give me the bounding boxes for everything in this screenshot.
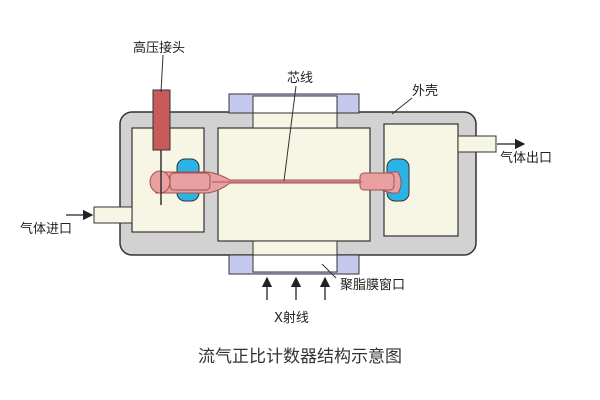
hv-connector-label: 高压接头 xyxy=(133,40,185,56)
xray-label: X射线 xyxy=(274,310,309,326)
left-wire-terminal xyxy=(149,170,171,194)
gas-inlet-pipe xyxy=(93,206,133,224)
housing-leader xyxy=(391,97,413,115)
gas-inlet-label: 气体进口 xyxy=(20,221,72,237)
wire-leader xyxy=(283,85,297,182)
wire-right-sleeve xyxy=(359,172,395,191)
anode-wire-label: 芯线 xyxy=(287,71,313,86)
bottom-window-slot xyxy=(252,254,338,273)
wire-left-sleeve xyxy=(169,172,211,191)
gas-outlet-label: 气体出口 xyxy=(500,150,552,166)
housing-label: 外壳 xyxy=(412,84,438,99)
gas-outlet-pipe xyxy=(457,135,497,153)
window-leader xyxy=(321,263,337,279)
top-window-slot xyxy=(252,95,338,114)
window-label: 聚脂膜窗口 xyxy=(340,277,405,293)
center-chamber xyxy=(217,127,371,242)
center-bottom-recess xyxy=(252,240,338,256)
diagram-caption: 流气正比计数器结构示意图 xyxy=(198,347,402,367)
center-top-recess xyxy=(252,112,338,129)
hv-leader xyxy=(160,54,164,93)
hv-connector xyxy=(152,89,171,151)
